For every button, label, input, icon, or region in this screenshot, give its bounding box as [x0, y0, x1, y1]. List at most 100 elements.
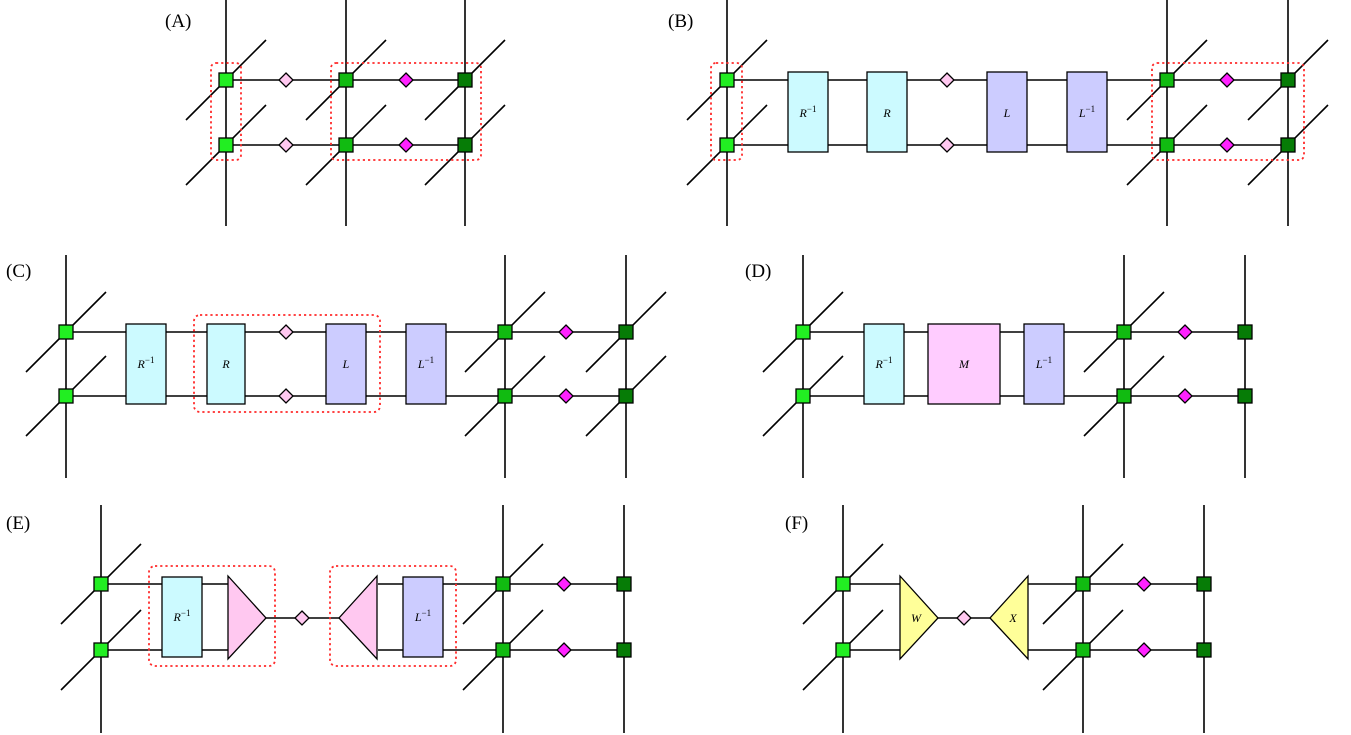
diamond-node — [1177, 324, 1193, 340]
diamond-node — [398, 72, 414, 88]
diamond-node — [278, 72, 294, 88]
square-node — [616, 642, 632, 658]
square-node — [495, 642, 511, 658]
diamond-node — [558, 388, 574, 404]
square-node — [218, 72, 234, 88]
square-node — [497, 324, 513, 340]
diamond-node — [1177, 388, 1193, 404]
dashed-group — [193, 314, 381, 413]
diamond-node — [956, 610, 972, 626]
square-node — [719, 137, 735, 153]
panel-e: (E) R−1 L−1 — [6, 505, 632, 733]
square-node — [58, 388, 74, 404]
dashed-group — [210, 62, 242, 161]
l-label: L — [342, 357, 350, 371]
r-inverse-label: R−1 — [799, 104, 817, 120]
square-node — [497, 388, 513, 404]
r-inverse-box — [161, 576, 203, 658]
x-triangle — [989, 574, 1029, 661]
square-node — [1237, 324, 1253, 340]
square-node — [618, 388, 634, 404]
l-inverse-box — [405, 323, 447, 405]
l-inverse-label: L−1 — [1078, 104, 1095, 120]
l-box — [325, 323, 367, 405]
panel-label-e: (E) — [6, 513, 30, 534]
diamond-node — [1219, 137, 1235, 153]
diamond-node — [278, 388, 294, 404]
diamond-node — [294, 610, 310, 626]
panel-f: (F) W X — [785, 505, 1212, 733]
square-node — [218, 137, 234, 153]
l-box — [986, 71, 1028, 153]
square-node — [795, 324, 811, 340]
left-triangle — [338, 574, 378, 661]
dashed-group — [710, 62, 743, 161]
r-inverse-box — [125, 323, 167, 405]
square-node — [1237, 388, 1253, 404]
square-node — [495, 576, 511, 592]
square-node — [835, 576, 851, 592]
square-node — [1159, 72, 1175, 88]
panel-d: (D) R−1 M L−1 — [745, 255, 1253, 478]
square-node — [835, 642, 851, 658]
square-node — [719, 72, 735, 88]
square-node — [93, 576, 109, 592]
square-node — [457, 72, 473, 88]
square-node — [1196, 642, 1212, 658]
l-inverse-box — [402, 576, 444, 658]
square-node — [93, 642, 109, 658]
r-label: R — [221, 357, 230, 371]
panel-label-c: (C) — [6, 261, 31, 282]
square-node — [338, 137, 354, 153]
dashed-group — [330, 62, 482, 161]
diamond-node — [1136, 642, 1152, 658]
diamond-node — [398, 137, 414, 153]
square-node — [1280, 72, 1296, 88]
diamond-node — [1219, 72, 1235, 88]
r-inverse-label: R−1 — [173, 608, 191, 624]
diamond-node — [939, 137, 955, 153]
square-node — [457, 137, 473, 153]
dashed-group — [1151, 62, 1305, 161]
x-label: X — [1008, 611, 1017, 625]
panel-label-b: (B) — [668, 11, 693, 32]
square-node — [795, 388, 811, 404]
l-inverse-label: L−1 — [1035, 355, 1052, 371]
diamond-node — [556, 576, 572, 592]
right-triangle — [227, 574, 267, 661]
r-inverse-box — [863, 323, 905, 405]
m-box — [927, 323, 1001, 405]
w-label: W — [911, 611, 922, 625]
square-node — [338, 72, 354, 88]
w-triangle — [899, 574, 939, 661]
square-node — [1280, 137, 1296, 153]
r-inverse-label: R−1 — [137, 355, 155, 371]
r-inverse-label: R−1 — [875, 355, 893, 371]
square-node — [1196, 576, 1212, 592]
panel-a: (A) — [165, 0, 506, 226]
square-node — [58, 324, 74, 340]
diamond-node — [939, 72, 955, 88]
r-label: R — [882, 106, 891, 120]
panel-label-f: (F) — [785, 513, 808, 534]
r-inverse-box — [787, 71, 829, 153]
l-inverse-box — [1066, 71, 1108, 153]
l-inverse-box — [1023, 323, 1065, 405]
l-label: L — [1003, 106, 1011, 120]
square-node — [1116, 388, 1132, 404]
square-node — [1075, 576, 1091, 592]
diamond-node — [558, 324, 574, 340]
dashed-group — [148, 565, 276, 667]
r-box — [206, 323, 246, 405]
r-box — [866, 71, 908, 153]
square-node — [1159, 137, 1175, 153]
l-inverse-label: L−1 — [417, 355, 434, 371]
panel-c: (C) R−1 R L L−1 — [6, 255, 667, 478]
l-inverse-label: L−1 — [414, 608, 431, 624]
panel-label-a: (A) — [165, 11, 191, 32]
diamond-node — [1136, 576, 1152, 592]
diamond-node — [556, 642, 572, 658]
square-node — [618, 324, 634, 340]
panel-b: (B) R−1 R L L−1 — [668, 0, 1329, 226]
